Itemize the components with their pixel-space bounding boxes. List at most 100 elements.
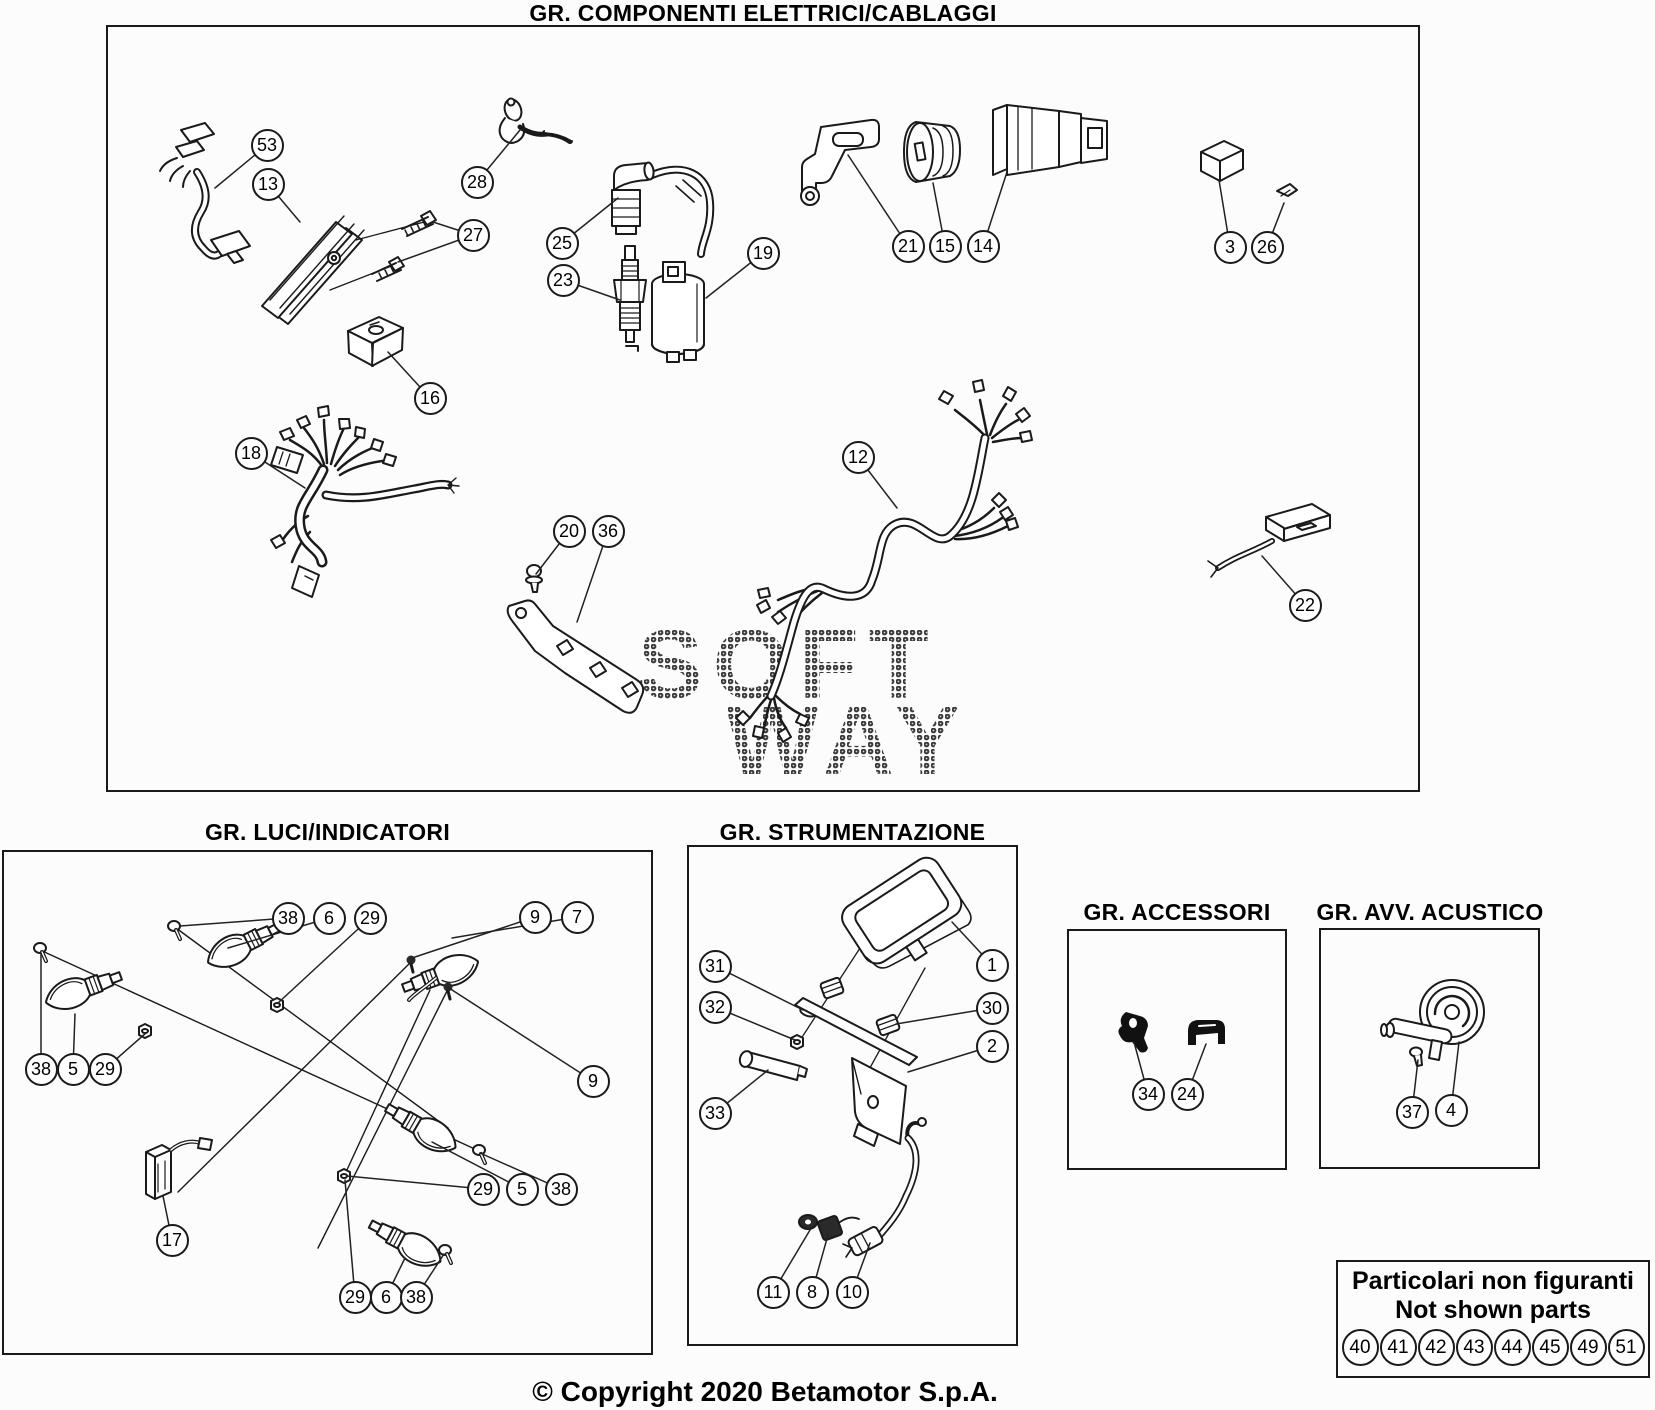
callout-29: 29: [466, 1172, 500, 1206]
callout-29: 29: [338, 1280, 372, 1314]
part-drawing-26-clip: [1276, 183, 1298, 197]
part-drawing-3-relay: [1200, 140, 1244, 182]
callout-26: 26: [1250, 230, 1284, 264]
callout-11: 11: [756, 1275, 790, 1309]
callout-7: 7: [560, 900, 594, 934]
callout-5: 5: [505, 1172, 539, 1206]
callout-24: 24: [1170, 1077, 1204, 1111]
copyright-text: © Copyright 2020 Betamotor S.p.A.: [532, 1376, 998, 1407]
callout-28: 28: [460, 165, 494, 199]
part-drawing-16-relay: [347, 316, 404, 367]
not-shown-part-42: 42: [1417, 1329, 1455, 1366]
callout-37: 37: [1395, 1095, 1429, 1129]
part-drawing-24-bracket: [1188, 1020, 1225, 1045]
callout-33: 33: [698, 1096, 732, 1130]
callout-30: 30: [975, 991, 1009, 1025]
not-shown-part-43: 43: [1455, 1329, 1493, 1366]
callout-32: 32: [698, 990, 732, 1024]
part-drawing-20-screw: [525, 564, 543, 593]
callout-3: 3: [1213, 230, 1247, 264]
callout-34: 34: [1131, 1077, 1165, 1111]
not-shown-title-italian: Particolari non figuranti: [1352, 1267, 1634, 1295]
callout-15: 15: [928, 229, 962, 263]
not-shown-part-40: 40: [1341, 1329, 1379, 1366]
part-drawing-4-horn: [1380, 979, 1485, 1061]
section-box-instruments: [687, 845, 1018, 1346]
callout-14: 14: [966, 229, 1000, 263]
callout-1: 1: [975, 948, 1009, 982]
part-drawing-33-bolt: [738, 1050, 808, 1081]
callout-8: 8: [795, 1275, 829, 1309]
section-title-horn: GR. AVV. ACUSTICO: [1316, 899, 1544, 925]
part-drawing-18-front-harness: [270, 405, 460, 598]
section-title-instruments: GR. STRUMENTAZIONE: [719, 819, 986, 845]
callout-6: 6: [369, 1280, 403, 1314]
callout-38: 38: [271, 901, 305, 935]
section-box-horn: [1319, 928, 1540, 1169]
not-shown-part-41: 41: [1379, 1329, 1417, 1366]
part-drawing-34-clip: [1118, 1012, 1148, 1053]
callout-29: 29: [353, 901, 387, 935]
part-drawing-2-bracket: [794, 997, 918, 1147]
not-shown-part-51: 51: [1607, 1329, 1645, 1366]
not-shown-title-english: Not shown parts: [1395, 1296, 1591, 1324]
callout-12: 12: [841, 440, 875, 474]
part-drawing-10-sensor-cable: [842, 1117, 927, 1258]
part-drawing-13-regulator: [261, 215, 429, 325]
section-box-lights: [2, 850, 653, 1355]
callout-27: 27: [456, 218, 490, 252]
part-drawing-8-sensor: [817, 1215, 860, 1241]
callout-29: 29: [88, 1052, 122, 1086]
callout-4: 4: [1434, 1093, 1468, 1127]
section-box-accessories: [1067, 929, 1287, 1170]
part-drawing-15-key-switch: [903, 121, 961, 183]
callout-18: 18: [234, 436, 268, 470]
part-drawing-36-bracket: [506, 599, 645, 714]
callout-38: 38: [24, 1052, 58, 1086]
not-shown-part-44: 44: [1493, 1329, 1531, 1366]
callout-21: 21: [891, 229, 925, 263]
part-drawing-7-tail-light: [397, 946, 484, 1004]
section-box-electrical: [106, 25, 1420, 792]
callout-16: 16: [413, 381, 447, 415]
callout-17: 17: [155, 1223, 189, 1257]
not-shown-part-45: 45: [1531, 1329, 1569, 1366]
callout-2: 2: [975, 1029, 1009, 1063]
part-drawing-53-cable: [159, 122, 251, 264]
part-drawing-12-rear-harness: [735, 379, 1033, 743]
not-shown-parts-box: Particolari non figuranti Not shown part…: [1336, 1260, 1650, 1378]
callout-53: 53: [250, 128, 284, 162]
section-title-accessories: GR. ACCESSORI: [1083, 899, 1271, 925]
watermark-line2: WAY: [726, 685, 970, 795]
callout-38: 38: [544, 1172, 578, 1206]
part-drawing-23-spark-plug: [613, 245, 647, 352]
part-drawing-11-washer: [798, 1214, 818, 1230]
part-drawing-17-switch: [145, 1137, 213, 1200]
callout-20: 20: [552, 514, 586, 548]
callout-23: 23: [546, 263, 580, 297]
callout-36: 36: [591, 514, 625, 548]
not-shown-part-49: 49: [1569, 1329, 1607, 1366]
part-drawing-21-bracket: [800, 118, 880, 206]
part-drawing-30-grommets: [819, 976, 901, 1037]
part-drawing-25-plug-cap: [611, 161, 715, 258]
callout-10: 10: [835, 1275, 869, 1309]
callout-13: 13: [251, 167, 285, 201]
callout-31: 31: [698, 949, 732, 983]
callout-22: 22: [1288, 588, 1322, 622]
callout-19: 19: [746, 236, 780, 270]
part-drawing-construction-lines: [39, 927, 478, 1249]
callout-9: 9: [518, 900, 552, 934]
section-title-lights: GR. LUCI/INDICATORI: [204, 819, 451, 845]
callout-25: 25: [545, 226, 579, 260]
callout-38: 38: [399, 1280, 433, 1314]
part-drawing-19-ignition-coil: [651, 261, 705, 363]
part-drawing-22-plate-light: [1207, 503, 1331, 578]
section-title-electrical: GR. COMPONENTI ELETTRICI/CABLAGGI: [529, 0, 997, 26]
callout-9: 9: [576, 1064, 610, 1098]
callout-5: 5: [56, 1052, 90, 1086]
